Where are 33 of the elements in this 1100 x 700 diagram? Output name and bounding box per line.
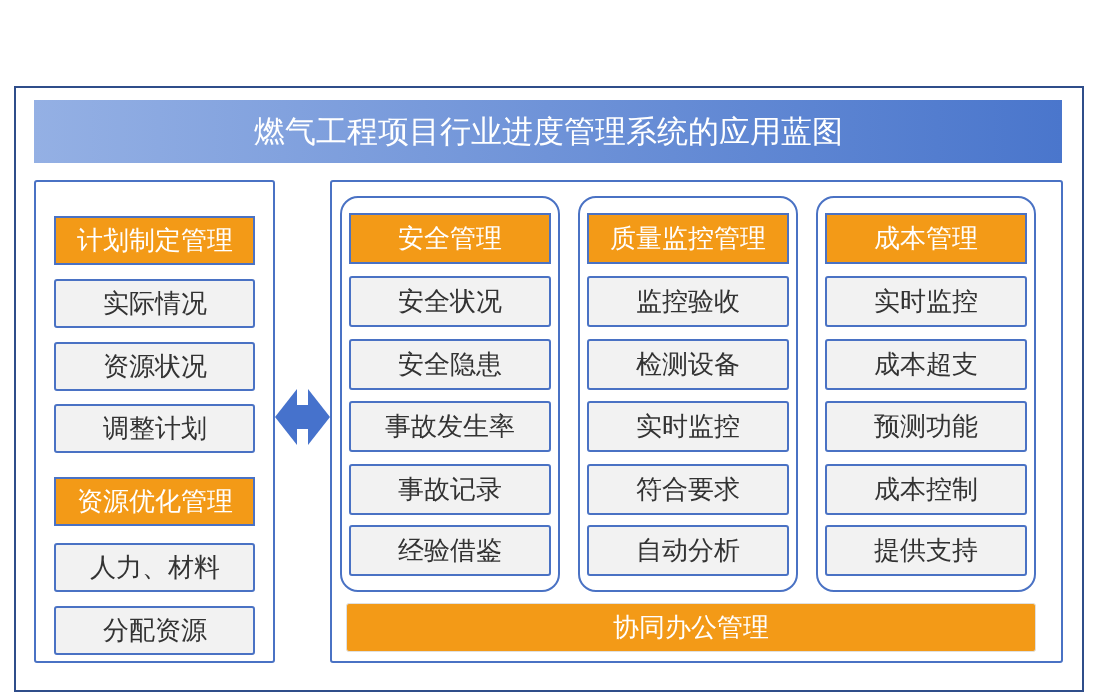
item-box: 实时监控 [825,276,1027,327]
category-header: 质量监控管理 [587,213,789,264]
item-box: 符合要求 [587,464,789,515]
item-box: 实际情况 [54,279,255,328]
column-panel [340,196,560,592]
title-banner: 燃气工程项目行业进度管理系统的应用蓝图 [34,100,1062,163]
category-header: 成本管理 [825,213,1027,264]
category-header: 资源优化管理 [54,477,255,526]
item-box: 分配资源 [54,606,255,655]
item-box: 事故发生率 [349,401,551,452]
item-box: 人力、材料 [54,543,255,592]
item-box: 安全隐患 [349,339,551,390]
item-box: 提供支持 [825,525,1027,576]
double-arrow [275,389,330,445]
column-panel [578,196,798,592]
item-box: 预测功能 [825,401,1027,452]
item-box: 经验借鉴 [349,525,551,576]
item-box: 安全状况 [349,276,551,327]
item-box: 实时监控 [587,401,789,452]
panel [330,180,1063,663]
item-box: 资源状况 [54,342,255,391]
category-header: 安全管理 [349,213,551,264]
panel [34,180,275,663]
item-box: 监控验收 [587,276,789,327]
category-bar: 协同办公管理 [346,603,1036,652]
item-box: 调整计划 [54,404,255,453]
column-panel [816,196,1036,592]
category-header: 计划制定管理 [54,216,255,265]
item-box: 成本超支 [825,339,1027,390]
item-box: 事故记录 [349,464,551,515]
item-box: 自动分析 [587,525,789,576]
item-box: 成本控制 [825,464,1027,515]
item-box: 检测设备 [587,339,789,390]
